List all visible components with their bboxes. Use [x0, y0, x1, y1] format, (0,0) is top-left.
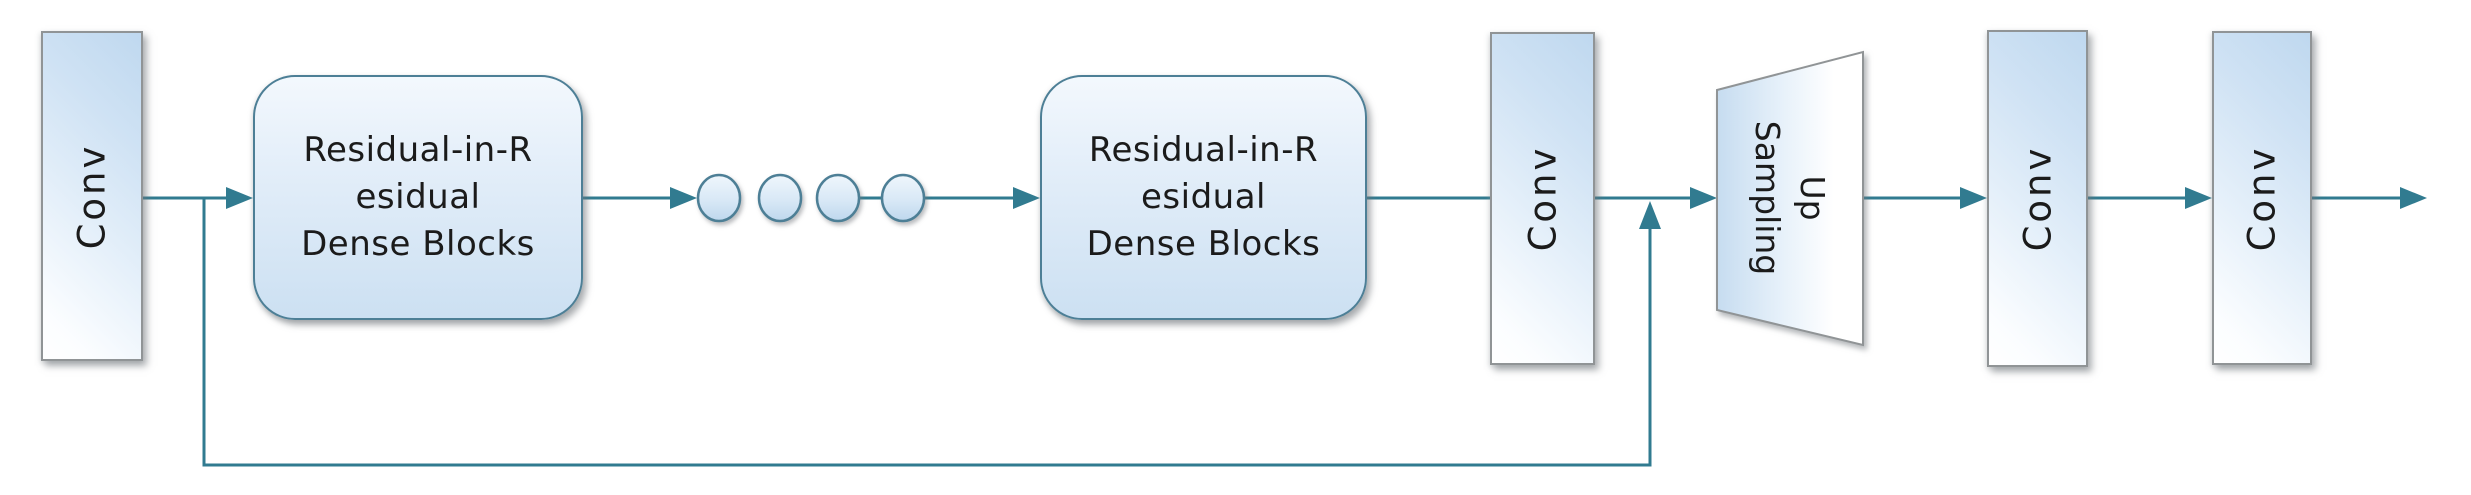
rrdb2-node: Residual-in-R esidual Dense Blocks — [1040, 75, 1367, 320]
ellipsis-circle — [757, 173, 803, 223]
arrowhead-into-upsampling-icon — [1690, 187, 1717, 209]
ellipsis-circle — [696, 173, 742, 223]
upsampling-node-shape — [1716, 50, 1864, 347]
conv3-node: Conv — [1987, 30, 2088, 367]
ellipsis-circle — [815, 173, 861, 223]
skip-up-arrowhead-icon — [1639, 201, 1661, 229]
conv4-node: Conv — [2212, 31, 2312, 365]
arrowhead-into-conv3-icon — [1960, 187, 1987, 209]
rrdb2-label: Residual-in-R esidual Dense Blocks — [1086, 130, 1321, 264]
conv1-label: Conv — [70, 143, 114, 249]
conv1-node: Conv — [41, 31, 143, 361]
conv4-label: Conv — [2240, 145, 2284, 251]
conv2-node: Conv — [1490, 32, 1595, 365]
output-arrowhead-icon — [2400, 187, 2427, 209]
conv3-label: Conv — [2016, 145, 2060, 252]
arrowhead-into-rrdb2-icon — [1013, 187, 1040, 209]
arrowhead-into-ellipsis-icon — [670, 187, 697, 209]
arrowhead-into-rrdb1-icon — [226, 187, 253, 209]
arrowhead-into-conv4-icon — [2185, 187, 2212, 209]
rrdb1-label: Residual-in-R esidual Dense Blocks — [301, 130, 535, 264]
ellipsis-circle — [880, 173, 926, 223]
rrdb1-node: Residual-in-R esidual Dense Blocks — [253, 75, 583, 320]
upsampling-label: Up Sampling — [1748, 120, 1832, 276]
skip-connection-line — [202, 198, 1652, 467]
conv2-label: Conv — [1521, 145, 1565, 252]
